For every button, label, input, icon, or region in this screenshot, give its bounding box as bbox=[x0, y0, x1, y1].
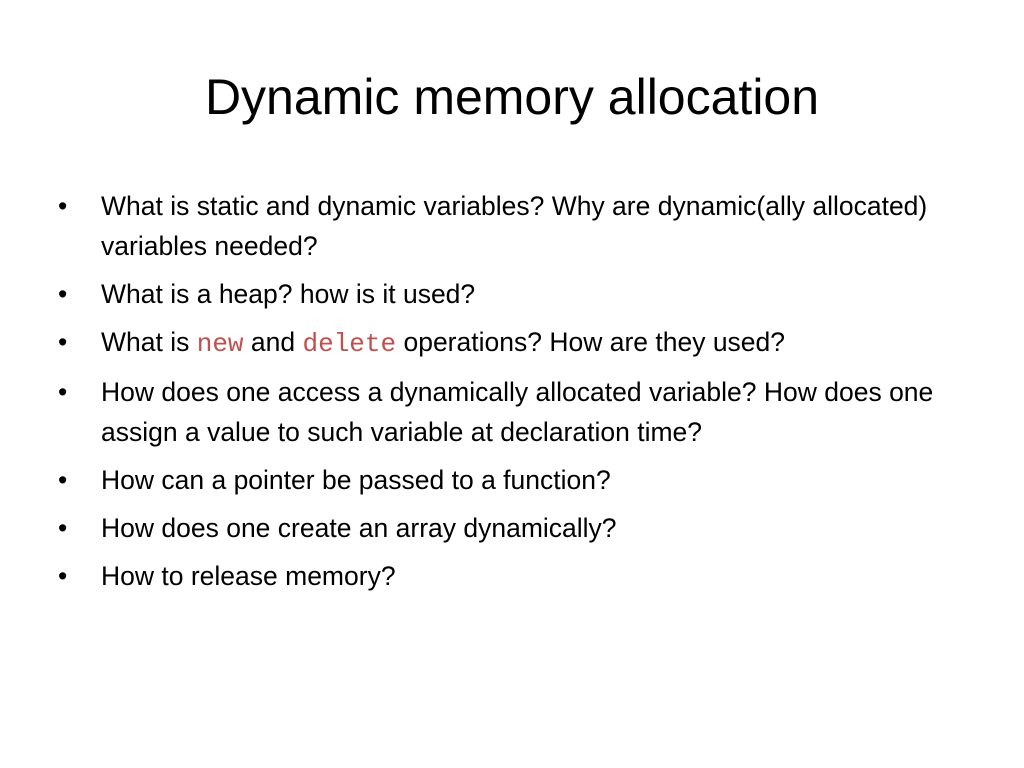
bullet-marker: • bbox=[58, 465, 68, 495]
bullet-text-after: operations? How are they used? bbox=[396, 327, 786, 357]
bullet-marker: • bbox=[58, 279, 68, 309]
bullet-item: • How does one access a dynamically allo… bbox=[58, 372, 958, 452]
bullet-marker: • bbox=[58, 513, 68, 543]
bullet-text: How does one access a dynamically alloca… bbox=[101, 377, 934, 447]
slide-title: Dynamic memory allocation bbox=[204, 69, 820, 125]
bullet-text-before: What is bbox=[101, 327, 197, 357]
bullet-text: What is static and dynamic variables? Wh… bbox=[101, 191, 928, 261]
bullet-marker: • bbox=[58, 327, 68, 357]
bullet-item: • What is static and dynamic variables? … bbox=[58, 186, 958, 266]
bullet-text: How does one create an array dynamically… bbox=[101, 513, 617, 543]
bullet-marker: • bbox=[58, 191, 68, 221]
bullet-list: • What is static and dynamic variables? … bbox=[58, 186, 958, 604]
code-delete-keyword: delete bbox=[302, 329, 397, 359]
bullet-item: • How can a pointer be passed to a funct… bbox=[58, 460, 958, 500]
code-new-keyword: new bbox=[196, 329, 244, 359]
bullet-item: • What is a heap? how is it used? bbox=[58, 274, 958, 314]
bullet-text: How to release memory? bbox=[101, 561, 396, 591]
bullet-marker: • bbox=[58, 377, 68, 407]
bullet-text: What is a heap? how is it used? bbox=[101, 279, 476, 309]
bullet-text-middle: and bbox=[243, 327, 303, 357]
bullet-marker: • bbox=[58, 561, 68, 591]
bullet-item: • What is new and delete operations? How… bbox=[58, 322, 958, 364]
bullet-text: How can a pointer be passed to a functio… bbox=[101, 465, 611, 495]
bullet-item: • How to release memory? bbox=[58, 556, 958, 596]
bullet-item: • How does one create an array dynamical… bbox=[58, 508, 958, 548]
